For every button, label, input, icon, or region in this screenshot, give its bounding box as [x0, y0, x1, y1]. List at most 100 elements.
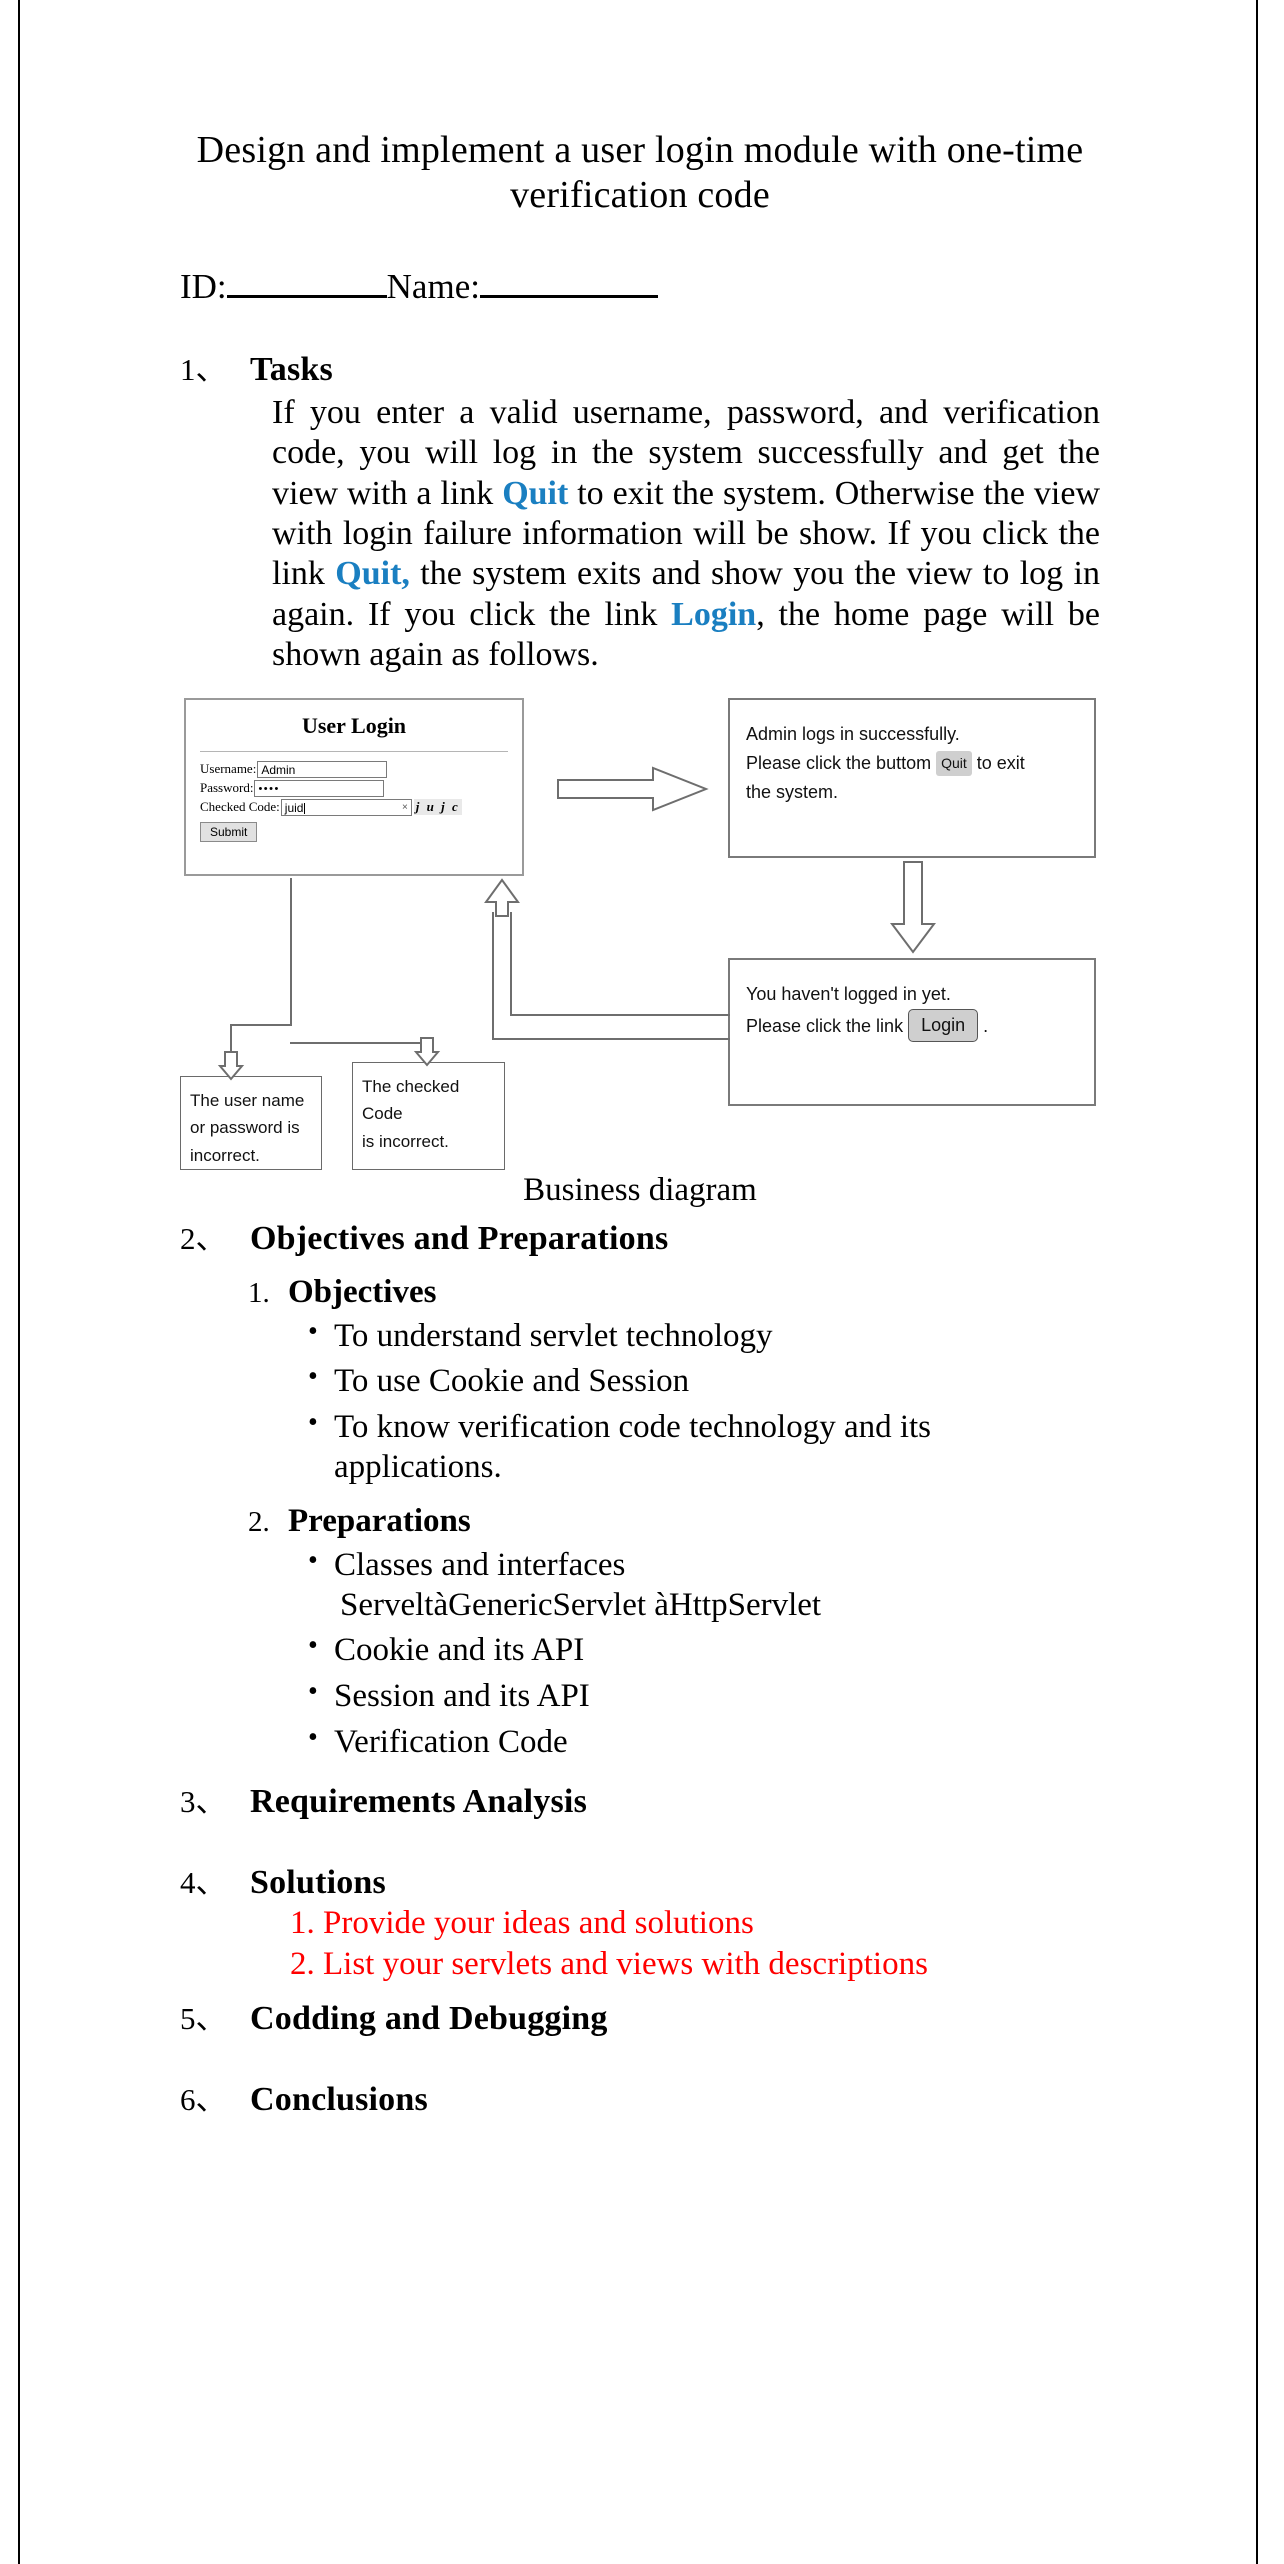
diagram-not-logged-in-box: You haven't logged in yet. Please click …	[728, 957, 1096, 1106]
arrowhead-return-to-login	[484, 878, 520, 917]
err-user-line-1: The user name	[190, 1090, 305, 1110]
clear-icon[interactable]: ×	[401, 801, 408, 813]
page-title-line-1: Design and implement a user login module…	[196, 129, 1084, 171]
tasks-text-part-3: the system exits and show you the view t…	[272, 555, 1100, 633]
notlogged-line-2-pre: Please click the link	[746, 1015, 909, 1036]
admin-line-3: the system.	[746, 782, 839, 803]
list-item: Cookie and its API	[308, 1629, 1100, 1671]
preparation-item-1-continuation: ServeltàGenericServlet àHttpServlet	[340, 1586, 822, 1623]
id-name-line: ID: Name:	[180, 266, 1100, 308]
err-user-line-2: or password is	[190, 1118, 300, 1138]
diagram-error-code-box: The checked Code is incorrect.	[352, 1061, 505, 1170]
section-heading-solutions: 4、 Solutions	[180, 1857, 1100, 1902]
arrowhead-to-error-username	[217, 1050, 245, 1081]
subsection-number-preparations: 2.	[248, 1506, 270, 1539]
page-left-edge-rule	[18, 0, 20, 2564]
connector-branch-left-drop	[230, 1023, 232, 1058]
text-caret	[304, 802, 306, 814]
diagram-admin-success-box: Admin logs in successfully. Please click…	[728, 697, 1096, 858]
username-label: Username:	[200, 761, 257, 777]
login-link-chip[interactable]: Login	[908, 1008, 979, 1043]
section-heading-conclusions: 6、 Conclusions	[180, 2074, 1100, 2119]
section-heading-requirements-analysis: 3、 Requirements Analysis	[180, 1776, 1100, 1821]
login-checked-code-row: Checked Code: juid× j u j c	[200, 798, 522, 816]
subsection-heading-objectives: 1. Objectives	[248, 1274, 1100, 1311]
list-item: Classes and interfaces ServeltàGenericSe…	[308, 1544, 1100, 1625]
list-item: To understand servlet technology	[308, 1315, 1100, 1357]
login-panel-divider	[200, 750, 508, 752]
subsection-number-objectives: 1.	[248, 1276, 270, 1309]
id-label: ID:	[180, 266, 227, 306]
section-number-3: 3、	[180, 1784, 227, 1820]
arrow-login-to-admin	[557, 766, 709, 812]
document-content: Design and implement a user login module…	[180, 0, 1100, 2119]
login-panel-title: User Login	[301, 712, 407, 738]
admin-success-message: Admin logs in successfully. Please click…	[730, 700, 1094, 807]
login-password-row: Password: ••••	[200, 779, 522, 797]
diagram-login-panel: User Login Username: Admin Password: •••…	[184, 697, 524, 876]
captcha-image[interactable]: j u j c	[413, 799, 462, 816]
tasks-paragraph: If you enter a valid username, password,…	[272, 393, 1100, 676]
section-title-solutions: Solutions	[250, 1864, 386, 1902]
solutions-list: 1. Provide your ideas and solutions 2. L…	[290, 1904, 1100, 1985]
business-diagram: User Login Username: Admin Password: •••…	[180, 690, 1100, 1170]
list-item: To use Cookie and Session	[308, 1360, 1100, 1402]
preparations-list: Classes and interfaces ServeltàGenericSe…	[180, 1544, 1100, 1763]
section-heading-objectives-preparations: 2、 Objectives and Preparations	[180, 1213, 1100, 1258]
preparation-item-2: Cookie and its API	[334, 1632, 585, 1669]
password-label: Password:	[200, 780, 254, 796]
section-title-tasks: Tasks	[250, 350, 333, 388]
spacer-after-requirements	[180, 1821, 1100, 1847]
subsection-title-objectives: Objectives	[288, 1273, 437, 1310]
objective-item-1: To understand servlet technology	[334, 1317, 773, 1354]
checked-code-input[interactable]: juid ×	[280, 798, 412, 816]
diagram-error-username-box: The user name or password is incorrect.	[180, 1075, 322, 1170]
link-login[interactable]: Login	[671, 595, 757, 633]
arrowhead-to-error-code	[413, 1036, 441, 1067]
solution-item-2: 2. List your servlets and views with des…	[290, 1946, 928, 1983]
section-number-6: 6、	[180, 2081, 227, 2117]
admin-line-1: Admin logs in successfully.	[746, 723, 960, 744]
preparation-item-1: Classes and interfaces	[334, 1547, 626, 1584]
notlogged-line-2-post: .	[978, 1015, 989, 1036]
objective-item-3: To know verification code technology and…	[334, 1409, 932, 1485]
subsection-heading-preparations: 2. Preparations	[248, 1503, 1100, 1540]
link-quit-1[interactable]: Quit	[502, 474, 569, 512]
page-title: Design and implement a user login module…	[180, 0, 1100, 218]
connector-login-stem	[290, 877, 292, 1026]
error-username-message: The user name or password is incorrect.	[181, 1077, 321, 1170]
connector-branch-right	[290, 1041, 428, 1044]
page-right-edge-rule	[1256, 0, 1258, 2564]
name-blank-field[interactable]	[479, 294, 658, 298]
section-title-codding-debugging: Codding and Debugging	[250, 1999, 608, 2037]
section-heading-tasks: 1、 Tasks	[180, 344, 1100, 389]
checked-code-value: juid	[284, 800, 304, 815]
login-username-row: Username: Admin	[200, 760, 522, 778]
list-item: To know verification code technology and…	[308, 1406, 1100, 1487]
id-blank-field[interactable]	[226, 294, 387, 298]
submit-button[interactable]: Submit	[200, 821, 258, 842]
arrow-admin-to-notlogged	[890, 860, 936, 954]
solution-item-1: 1. Provide your ideas and solutions	[290, 1905, 754, 1942]
page-title-line-2: verification code	[510, 173, 770, 216]
connector-return-riser-outer	[492, 911, 494, 1040]
not-logged-in-message: You haven't logged in yet. Please click …	[730, 960, 1094, 1043]
subsection-title-preparations: Preparations	[288, 1503, 471, 1540]
quit-button-chip[interactable]: Quit	[936, 750, 972, 776]
connector-return-riser-inner	[510, 911, 512, 1016]
spacer-after-codding	[180, 2038, 1100, 2064]
section-heading-codding-debugging: 5、 Codding and Debugging	[180, 1993, 1100, 2038]
admin-line-2-pre: Please click the buttom	[746, 752, 937, 773]
list-item: Verification Code	[308, 1721, 1100, 1763]
name-label: Name:	[386, 266, 480, 306]
section-title-objectives-preparations: Objectives and Preparations	[250, 1219, 669, 1257]
err-user-line-3: incorrect.	[190, 1145, 260, 1165]
preparation-item-3: Session and its API	[334, 1677, 590, 1714]
preparation-item-4: Verification Code	[334, 1723, 568, 1760]
link-quit-2[interactable]: Quit,	[335, 555, 410, 593]
password-input[interactable]: ••••	[254, 779, 385, 797]
notlogged-line-1: You haven't logged in yet.	[746, 983, 951, 1004]
username-input[interactable]: Admin	[257, 760, 388, 778]
admin-line-2-post: to exit	[971, 752, 1025, 773]
